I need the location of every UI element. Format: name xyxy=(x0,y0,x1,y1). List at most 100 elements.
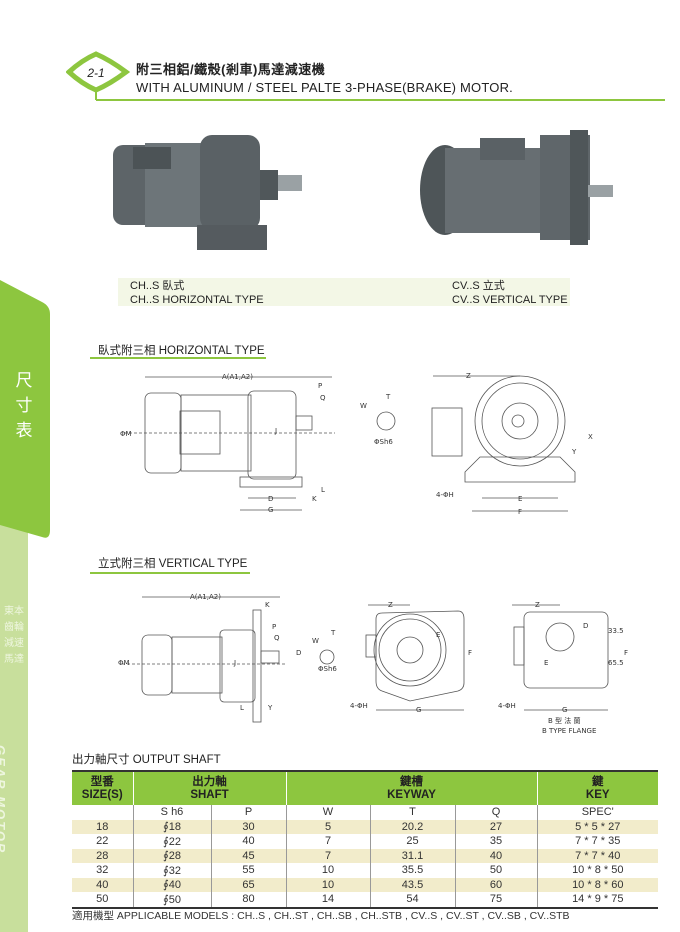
sidebar-vertical-cn: 東本齒輪減速馬達 xyxy=(4,606,24,665)
table-cell: 10 xyxy=(285,877,370,892)
caption-band xyxy=(118,278,570,306)
table-cell: 5 * 5 * 27 xyxy=(536,819,658,834)
table-cell: 50 xyxy=(454,863,537,878)
table-cell: Q xyxy=(454,805,537,820)
svg-text:J: J xyxy=(233,659,236,667)
svg-text:Z: Z xyxy=(535,601,540,609)
table-cell: 20.2 xyxy=(369,819,455,834)
table-cell: 54 xyxy=(369,892,455,909)
vertical-section-underline xyxy=(90,572,250,574)
table-cell: 28 xyxy=(72,848,133,863)
table-cell xyxy=(72,805,133,820)
vertical-caption-cn: CV..S 立式 xyxy=(452,280,505,292)
svg-text:Y: Y xyxy=(571,448,577,456)
table-cell: 45 xyxy=(210,848,286,863)
svg-text:J: J xyxy=(274,427,277,435)
output-shaft-title: 出力軸尺寸 OUTPUT SHAFT xyxy=(72,754,221,766)
svg-text:P: P xyxy=(272,623,276,631)
section-badge: 2-1 xyxy=(66,51,665,101)
svg-text:4-ΦH: 4-ΦH xyxy=(498,702,516,710)
svg-text:65.5: 65.5 xyxy=(608,659,624,667)
svg-text:L: L xyxy=(321,486,325,494)
svg-text:G: G xyxy=(416,706,421,714)
table-cell: P xyxy=(210,805,286,820)
table-cell: 7 xyxy=(285,848,370,863)
table-cell: 50 xyxy=(72,892,133,909)
svg-text:K: K xyxy=(265,601,270,609)
svg-text:P: P xyxy=(318,382,322,390)
sidebar-vertical-en: GEAR MOTOR xyxy=(0,745,8,855)
table-cell: 35 xyxy=(454,834,537,849)
svg-text:A(A1,A2): A(A1,A2) xyxy=(190,593,221,601)
table-cell: 10 xyxy=(285,863,370,878)
horizontal-caption-cn: CH..S 臥式 xyxy=(130,280,185,292)
svg-text:X: X xyxy=(588,433,593,441)
table-cell: 10 * 8 * 60 xyxy=(536,877,658,892)
table-cell: 80 xyxy=(210,892,286,909)
svg-text:ΦSh6: ΦSh6 xyxy=(318,665,337,673)
table-cell: 31.1 xyxy=(369,848,455,863)
svg-text:E: E xyxy=(436,631,440,639)
table-cell: 18 xyxy=(72,819,133,834)
table-cell: 14 * 9 * 75 xyxy=(536,892,658,909)
svg-text:W: W xyxy=(360,402,367,410)
table-cell: 60 xyxy=(454,877,537,892)
table-cell: 43.5 xyxy=(369,877,455,892)
svg-text:W: W xyxy=(312,637,319,645)
horizontal-motor-photo xyxy=(113,135,302,250)
svg-text:F: F xyxy=(518,508,522,516)
table-cell: 40 xyxy=(210,834,286,849)
svg-text:T: T xyxy=(330,629,336,637)
table-cell: 30 xyxy=(210,819,286,834)
page-title-en: WITH ALUMINUM / STEEL PALTE 3-PHASE(BRAK… xyxy=(136,80,513,95)
b-flange-label-en: B TYPE FLANGE xyxy=(542,727,596,735)
table-cell: SPEC' xyxy=(536,805,658,820)
table-cell: 75 xyxy=(454,892,537,909)
horizontal-section-title: 臥式附三相 HORIZONTAL TYPE xyxy=(98,345,265,357)
svg-text:G: G xyxy=(268,506,273,514)
vertical-section-title: 立式附三相 VERTICAL TYPE xyxy=(98,558,248,570)
vertical-caption-en: CV..S VERTICAL TYPE xyxy=(452,294,568,306)
table-cell: 5 xyxy=(285,819,370,834)
sidebar-tab-title: 尺寸表 xyxy=(15,371,33,440)
svg-text:K: K xyxy=(312,495,317,503)
table-cell: 10 * 8 * 50 xyxy=(536,863,658,878)
sidebar-tab xyxy=(0,280,50,538)
sidebar-strip xyxy=(0,520,28,932)
table-cell: ∮22 xyxy=(132,834,211,849)
vertical-motor-photo xyxy=(420,130,613,245)
svg-text:ΦSh6: ΦSh6 xyxy=(374,438,393,446)
applicable-models: 適用機型 APPLICABLE MODELS : CH..S , CH..ST … xyxy=(72,910,570,922)
table-cell: 32 xyxy=(96,864,109,877)
svg-text:4-ΦH: 4-ΦH xyxy=(350,702,368,710)
table-cell: 40 xyxy=(72,877,133,892)
table-cell: ∮40 xyxy=(132,877,211,892)
svg-text:A(A1,A2): A(A1,A2) xyxy=(222,373,253,381)
svg-text:F: F xyxy=(624,649,628,657)
svg-text:E: E xyxy=(518,495,522,503)
vertical-dimension-drawing: A(A1,A2) K ΦM P Q J D L Y W T ΦSh6 Z E F… xyxy=(118,593,628,735)
b-flange-label-cn: B 型 法 蘭 xyxy=(548,716,580,725)
svg-text:G: G xyxy=(562,706,567,714)
table-cell: ∮28 xyxy=(132,848,211,863)
horizontal-section-underline xyxy=(90,357,266,359)
page-title-cn: 附三相鋁/鐵殼(剎車)馬達減速機 xyxy=(136,62,326,77)
table-cell: ∮50 xyxy=(132,892,211,909)
table-cell: 14 xyxy=(285,892,370,909)
table-cell: 35.5 xyxy=(369,863,455,878)
table-cell: 25 xyxy=(369,834,455,849)
horizontal-dimension-drawing: A(A1,A2) ΦM P Q J L D K G W T ΦSh6 Z X Y… xyxy=(120,372,593,516)
table-cell: 40 xyxy=(454,848,537,863)
table-cell: W xyxy=(285,805,370,820)
